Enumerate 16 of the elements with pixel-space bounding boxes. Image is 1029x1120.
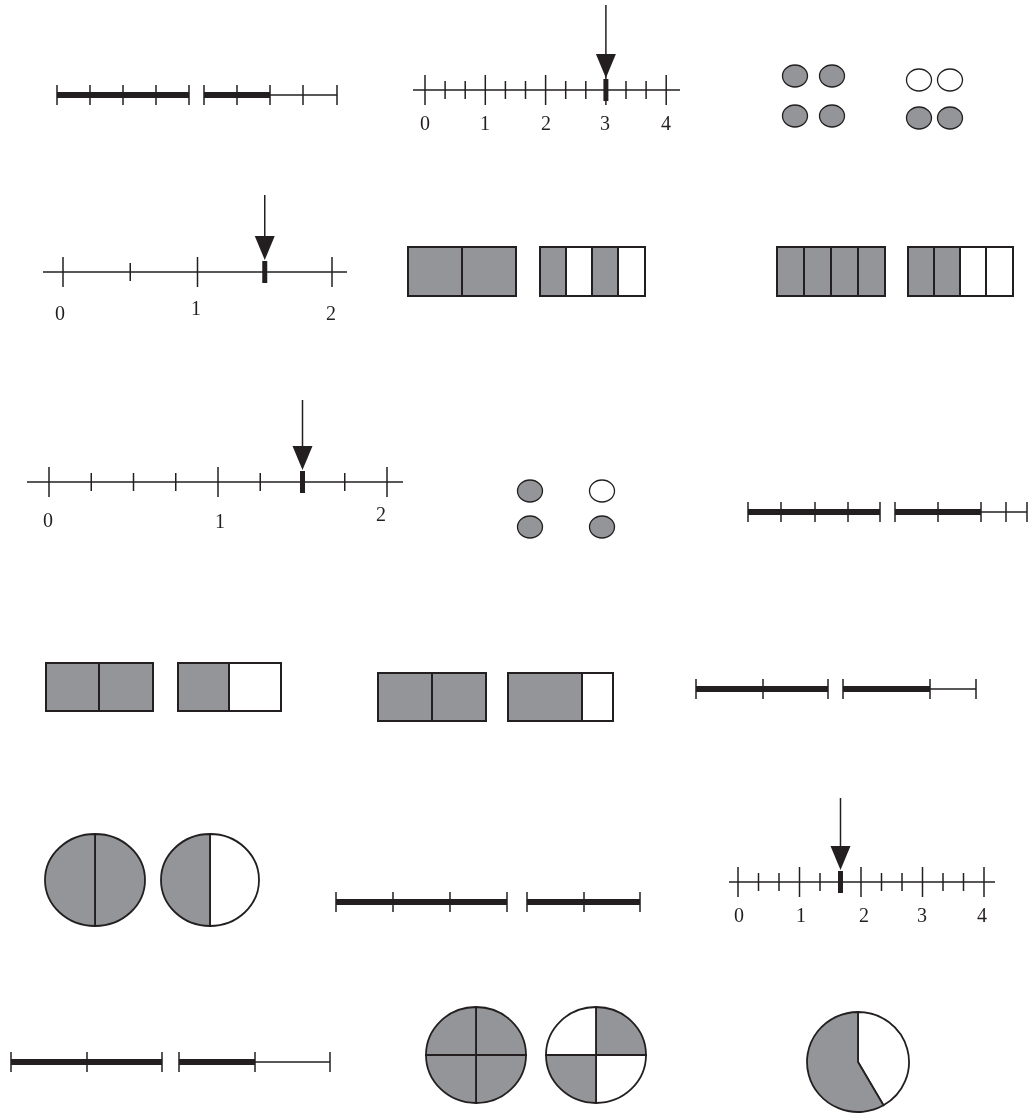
tick-label: 1 — [215, 511, 225, 531]
tick-label: 2 — [541, 113, 551, 133]
tick-label: 0 — [420, 113, 430, 133]
tick-label: 1 — [191, 298, 201, 318]
tick-label: 1 — [480, 113, 490, 133]
tick-label: 0 — [43, 510, 53, 530]
tick-label: 0 — [55, 303, 65, 323]
tick-label: 2 — [376, 504, 386, 524]
tick-label: 3 — [600, 113, 610, 133]
tick-label: 2 — [326, 303, 336, 323]
tick-label: 4 — [977, 905, 987, 925]
tick-label: 2 — [859, 905, 869, 925]
tick-label: 0 — [734, 905, 744, 925]
tick-label: 4 — [661, 113, 671, 133]
tick-label: 1 — [796, 905, 806, 925]
tick-label: 3 — [917, 905, 927, 925]
